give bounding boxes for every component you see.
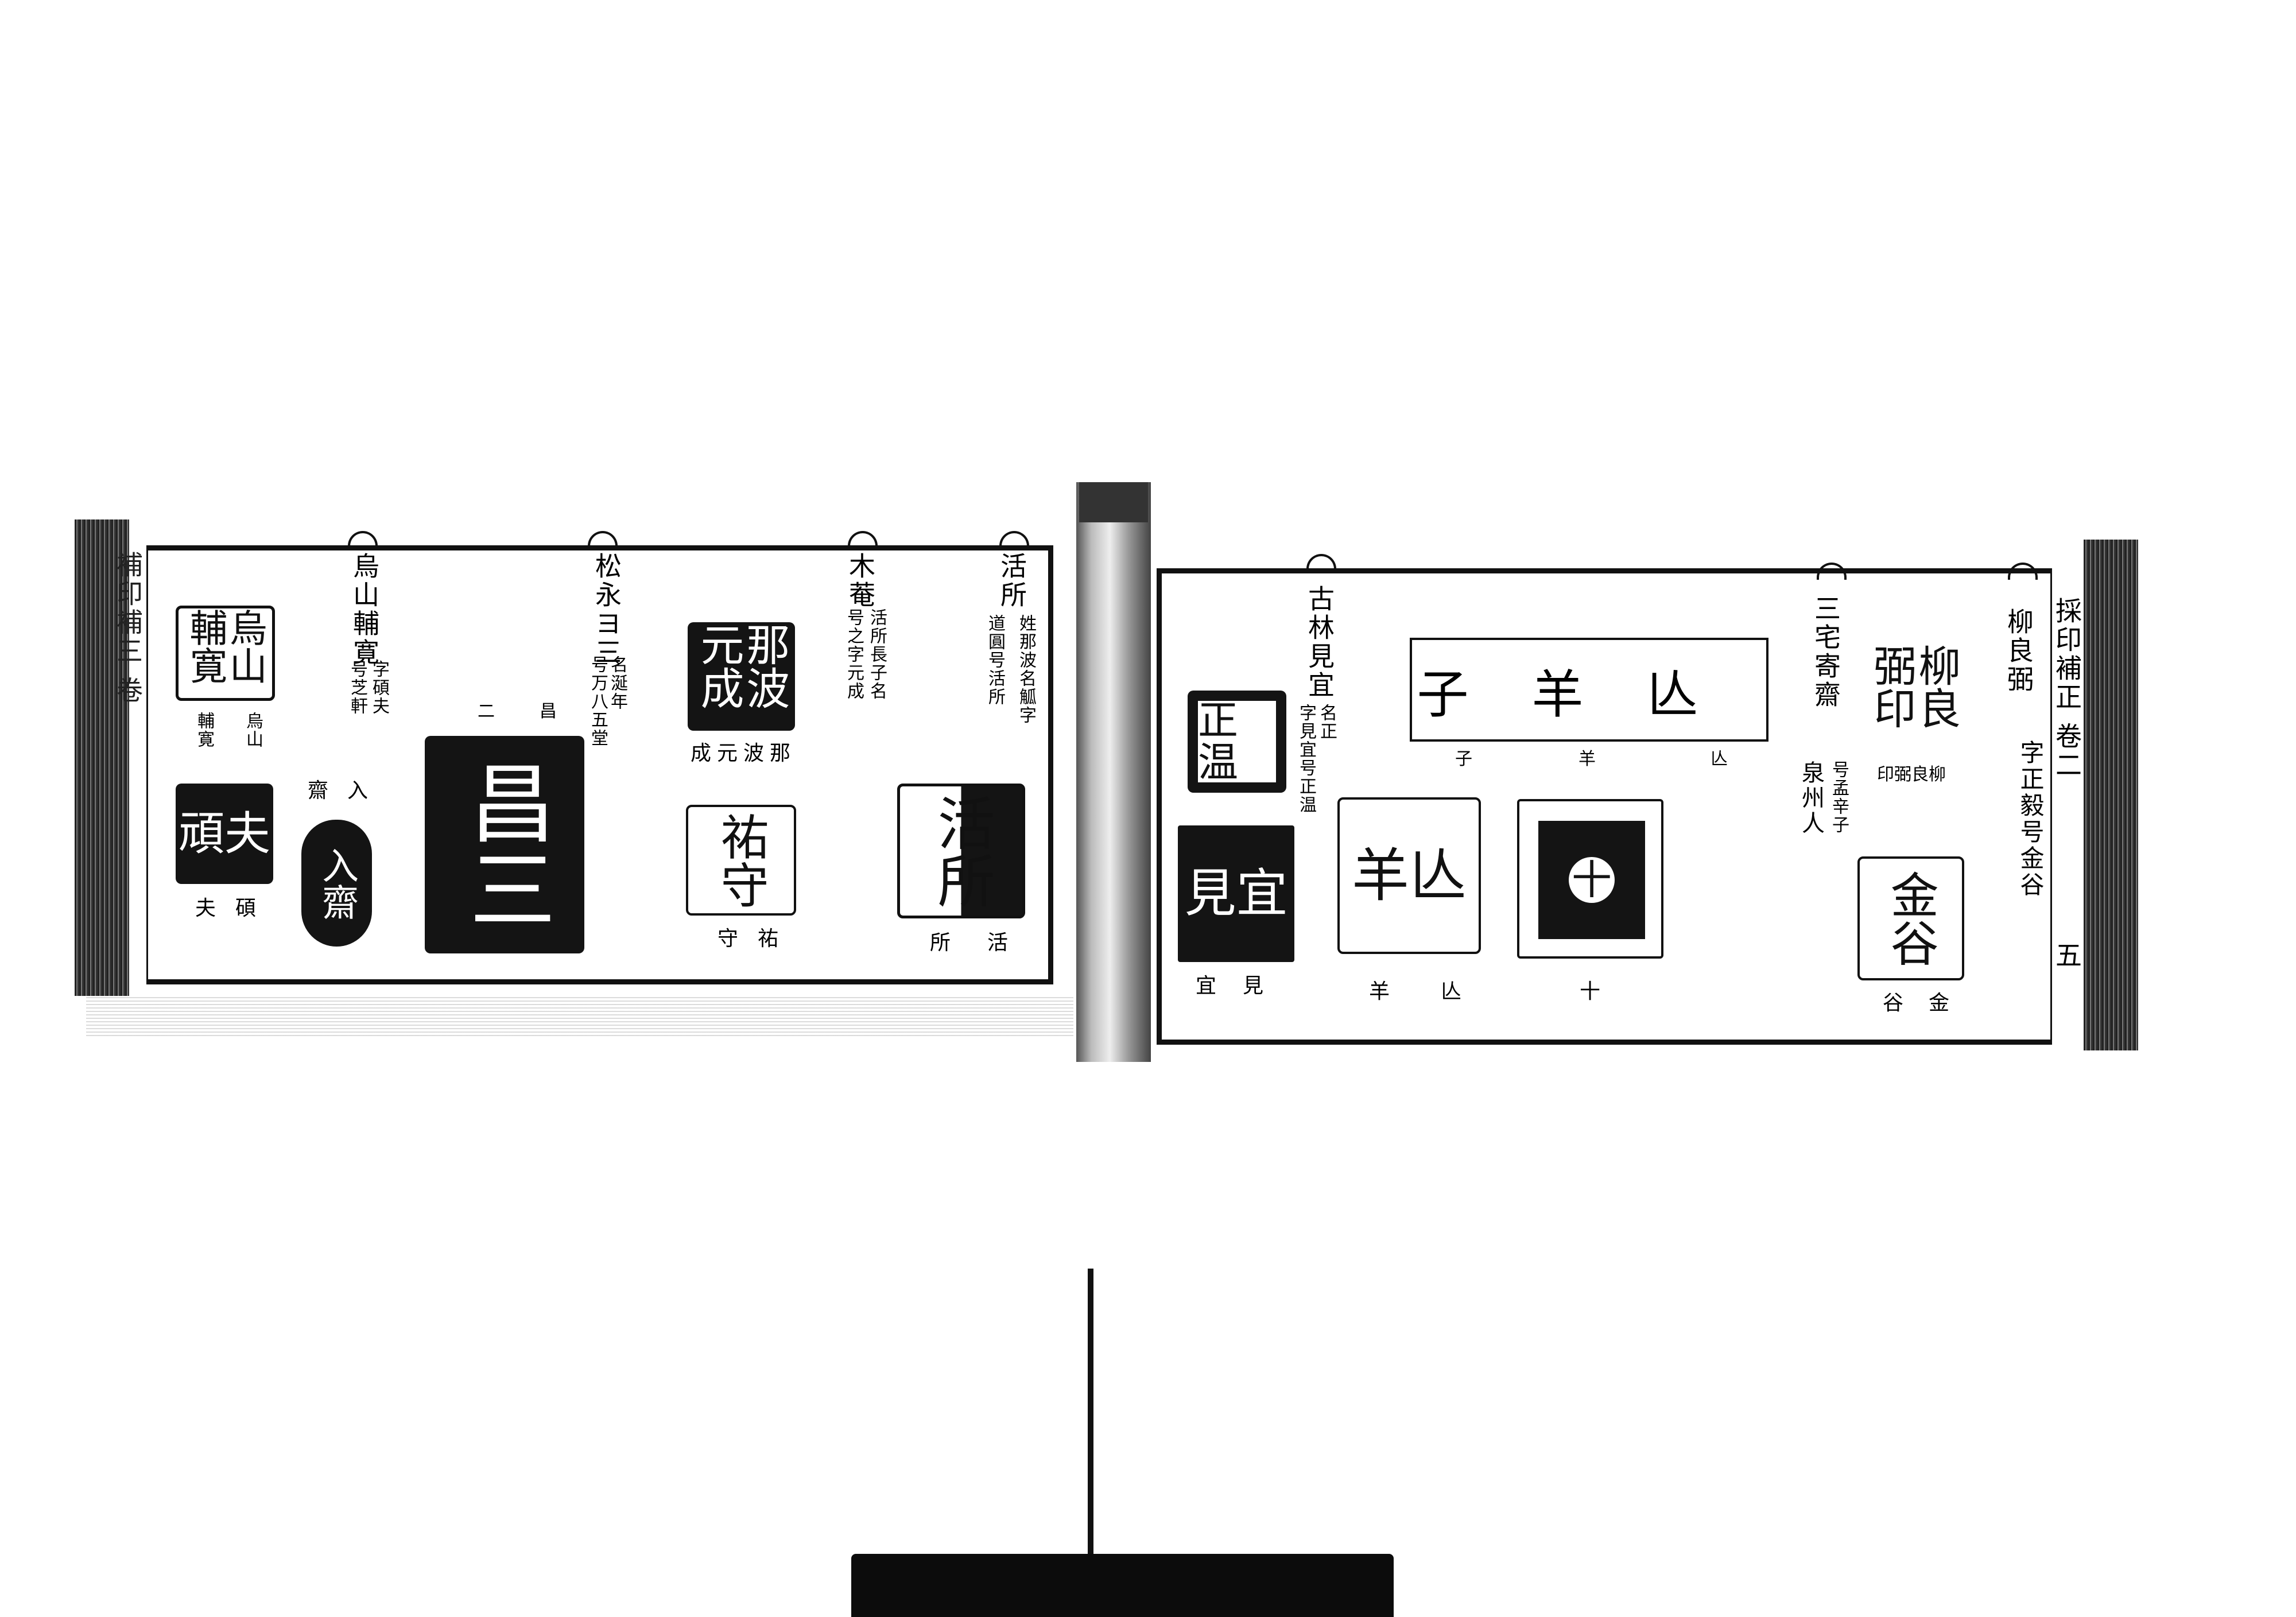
hanging-mark xyxy=(588,531,618,548)
stand-rod xyxy=(1088,1269,1093,1556)
seal-label: 夫 xyxy=(195,897,216,920)
right-book-edge xyxy=(2084,540,2138,1050)
spine-top-block xyxy=(1079,482,1148,522)
seal-katsusho: 活所 xyxy=(897,784,1025,918)
seal-ju-frame: 十 xyxy=(1517,799,1663,959)
seal-label: 亾 xyxy=(1711,749,1728,769)
hanging-mark xyxy=(1817,563,1847,580)
entry-note: 号芝軒 xyxy=(347,660,367,715)
seal-seion: 正温 xyxy=(1188,691,1286,793)
seal-shi-yo-bo-rect: 子羊亾 xyxy=(1410,638,1768,742)
entry-note: 号孟辛子 xyxy=(1829,761,1849,834)
right-page xyxy=(1151,537,2138,1053)
page-number: 五 xyxy=(2051,941,2082,970)
hanging-mark xyxy=(2008,563,2038,580)
entry-note: 泉州人 xyxy=(1798,761,1824,836)
seal-ju-circle: 十 xyxy=(1569,857,1615,903)
seal-naba-gensei: 那波元成 xyxy=(688,622,795,731)
seal-label: 入 xyxy=(347,779,369,802)
hanging-mark xyxy=(348,531,378,548)
entry-note: 活所長子名 xyxy=(867,608,887,700)
right-margin-title: 採印補正 卷二 xyxy=(2051,597,2082,780)
seal-kinkoku: 金谷 xyxy=(1857,856,1964,980)
seal-label: 印弼良柳 xyxy=(1877,765,1946,785)
entry-note: 字正毅号金谷 xyxy=(2016,740,2045,898)
seal-kengi: 見宜 xyxy=(1178,825,1294,962)
entry-name: 活所 xyxy=(996,552,1027,610)
seal-label: 羊 xyxy=(1369,980,1390,1003)
seal-ju-inner: 十 xyxy=(1538,821,1645,939)
entry-note: 号之字元成 xyxy=(844,608,864,700)
entry-name: 烏山輔寛 xyxy=(349,552,380,667)
seal-yanagi-ryohitsu-in: 柳良弼印 xyxy=(1862,644,1964,756)
entry-note: 姓那波名觚字 xyxy=(1016,614,1036,724)
seal-label: 亾 xyxy=(1441,980,1462,1003)
entry-name: 古林見宜 xyxy=(1304,585,1335,700)
seal-label: 守 xyxy=(718,927,739,951)
seal-yushu: 祐守 xyxy=(686,805,796,916)
seal-label: 子 xyxy=(1455,749,1472,769)
entry-note: 道圓号活所 xyxy=(985,614,1005,706)
entry-note: 名涎年 xyxy=(607,656,627,711)
hanging-mark xyxy=(848,531,878,548)
hanging-mark xyxy=(999,531,1029,548)
left-page-shadow xyxy=(86,996,1073,1036)
seal-nyusai-gourd: 入齋 xyxy=(301,820,372,947)
seal-ganpu: 頑夫 xyxy=(176,784,273,884)
seal-yo-bo-square: 羊亾 xyxy=(1337,797,1481,954)
seal-label: 金 xyxy=(1929,991,1950,1015)
hanging-mark xyxy=(1306,554,1336,571)
entry-name: 木菴 xyxy=(845,552,876,610)
seal-label: 碩 xyxy=(235,897,257,920)
seal-label: 見 xyxy=(1243,974,1264,998)
seal-label: 谷 xyxy=(1883,991,1904,1015)
entry-note: 字見宜号正温 xyxy=(1296,704,1316,814)
entry-note: 字碩夫 xyxy=(369,660,389,715)
seal-label: 齋 xyxy=(308,779,329,802)
seal-glyph: 十 xyxy=(1572,856,1612,903)
seal-shosan: 昌三 xyxy=(425,736,584,953)
entry-name: 三宅寄齋 xyxy=(1810,595,1841,709)
entry-name: 柳良弼 xyxy=(2003,608,2034,694)
seal-label: 輔寛 xyxy=(194,712,214,749)
entry-name: 松永ヨ三 xyxy=(591,552,622,667)
entry-note: 号万八五堂 xyxy=(588,656,608,747)
seal-label: 祐 xyxy=(758,927,779,951)
right-page-frame xyxy=(1157,568,2052,1045)
seal-label: 二 xyxy=(478,701,495,722)
seal-karasuyama-hokan: 烏山輔寛 xyxy=(176,606,275,701)
entry-note: 名正 xyxy=(1317,704,1337,740)
seal-label: 宜 xyxy=(1196,974,1217,998)
left-margin-title: 補印補三 卷 xyxy=(113,551,144,705)
book-spine xyxy=(1076,482,1151,1062)
seal-label: 活 xyxy=(987,931,1009,955)
left-book-edge xyxy=(75,519,129,996)
seal-label: 烏山 xyxy=(243,712,263,749)
seal-label: 昌 xyxy=(540,701,557,722)
seal-label: 羊 xyxy=(1578,749,1596,769)
seal-label: 所 xyxy=(930,931,951,955)
seal-glyphs: 子羊亾 xyxy=(1417,664,1762,725)
seal-label: 十 xyxy=(1580,980,1601,1003)
seal-label: 成元波那 xyxy=(691,742,797,765)
stand-base xyxy=(851,1554,1394,1617)
